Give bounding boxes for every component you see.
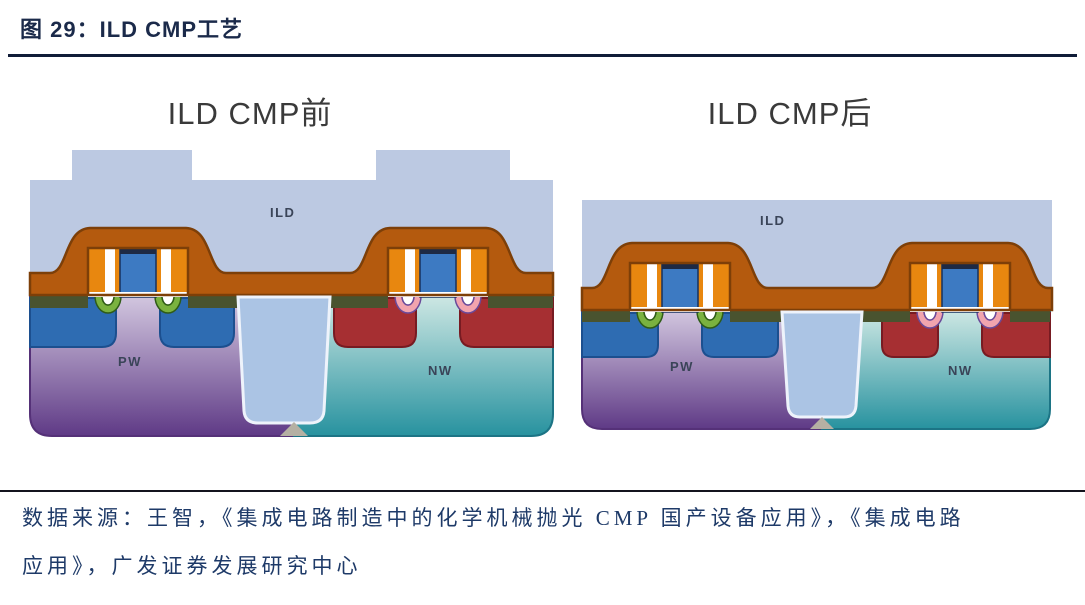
ild-label: ILD	[270, 205, 295, 220]
panel-title-before-cmp: ILD CMP前	[167, 96, 333, 131]
pw-label: PW	[670, 359, 694, 374]
diagram-after-cmp: ILD PW NW	[580, 200, 1054, 430]
well-junction-notch	[280, 422, 308, 436]
panel-title-after-cmp: ILD CMP后	[707, 96, 873, 131]
silicide-band	[30, 295, 553, 308]
nmos-gate-stack	[87, 247, 189, 298]
well-junction-notch	[810, 417, 834, 429]
nmos-source-drain	[29, 297, 235, 348]
ild-label: ILD	[760, 213, 785, 228]
pmos-source-drain	[333, 297, 554, 348]
pmos-gate-stack	[909, 262, 1011, 313]
pw-label: PW	[118, 354, 142, 369]
conformal-layer	[28, 226, 555, 297]
sti-trench	[780, 310, 864, 419]
source-note-line1: 数据来源：王智，《集成电路制造中的化学机械抛光 CMP 国产设备应用》，《集成电…	[22, 506, 965, 530]
diagram-before-cmp: ILD PW NW	[28, 150, 555, 437]
nmos-gate-stack	[629, 262, 731, 313]
figure-title-rule	[8, 54, 1077, 57]
source-note-line2: 应用》，广发证券发展研究中心	[22, 554, 362, 578]
sti-trench	[236, 295, 332, 425]
conformal-layer	[580, 241, 1054, 312]
nw-label: NW	[948, 363, 973, 378]
pmos-gate-stack	[387, 247, 489, 298]
nw-label: NW	[428, 363, 453, 378]
source-divider-rule	[0, 490, 1085, 492]
figure-title: 图 29：ILD CMP工艺	[20, 17, 244, 42]
silicide-band	[582, 310, 1050, 322]
nmos-source-drain	[581, 312, 779, 358]
